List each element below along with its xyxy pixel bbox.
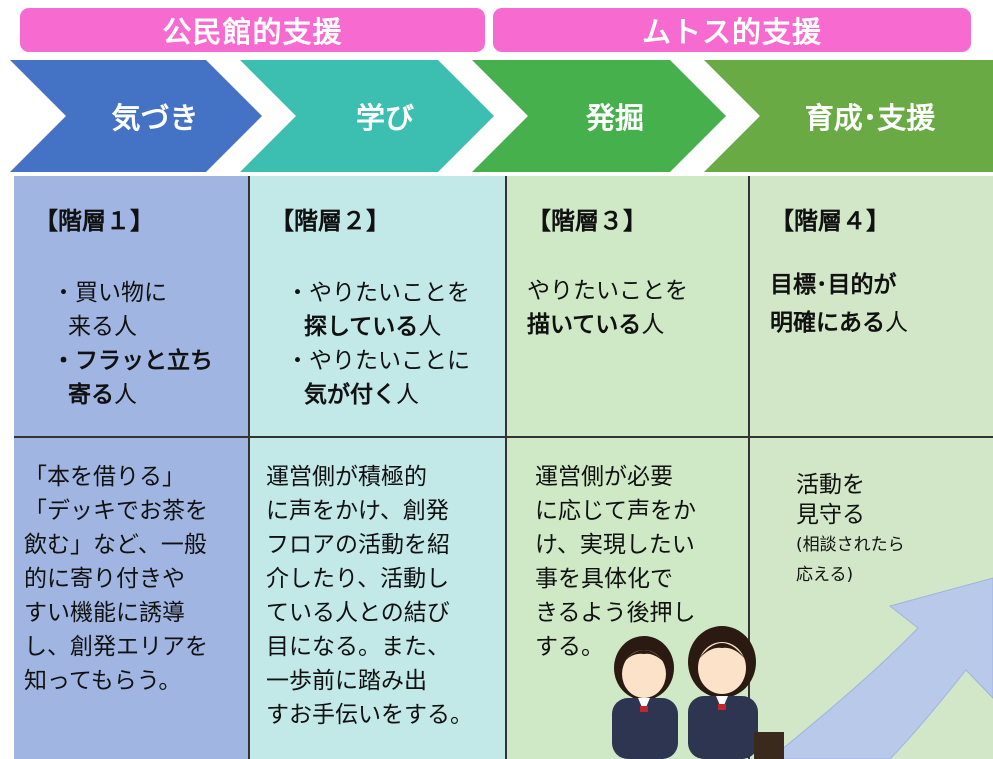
banner-mutos-support: ムトス的支援 (493, 8, 971, 52)
stage-label-discovery: 発掘 (585, 101, 644, 135)
level-2-support-line: 目になる。また、 (266, 634, 450, 660)
level-2-support-line: すお手伝いをする。 (266, 702, 473, 728)
stage-chevrons (10, 60, 993, 172)
level-3-line-2-bold: 描いている (527, 312, 642, 338)
level-1-description: ・買い物に 来る人 ・フラッと立ち 寄る人 (52, 276, 213, 412)
growth-arrow (769, 577, 993, 759)
level-2-line-4-suffix: 人 (396, 382, 419, 408)
level-1-line-1: ・買い物に (52, 280, 167, 306)
level-1-line-4-bold: 寄る (68, 382, 114, 408)
level-3-line-2-suffix: 人 (641, 312, 665, 338)
level-2-support-line: フロアの活動を紹 (266, 532, 450, 558)
level-3-description: やりたいことを 描いている人 (527, 274, 688, 342)
level-4-support-cell: 活動を 見守る (相談されたら 応える) (750, 438, 993, 759)
level-2-support-cell: 運営側が積極的 に声をかけ、創発 フロアの活動を紹 介したり、活動し ている人と… (250, 438, 507, 759)
level-grid: 【階層１】 ・買い物に 来る人 ・フラッと立ち 寄る人 【階層２】 ・やりたいこ… (14, 176, 993, 759)
chevron-4 (704, 60, 993, 172)
level-2-description: ・やりたいことを 探している人 ・やりたいことに 気が付く人 (286, 276, 470, 412)
level-4-support-line: 活動を (796, 472, 865, 498)
level-3-support-line: きるよう後押し (535, 600, 696, 626)
level-2-cell: 【階層２】 ・やりたいことを 探している人 ・やりたいことに 気が付く人 (250, 176, 507, 438)
level-2-support-line: 一歩前に踏み出 (266, 668, 427, 694)
level-3-support-text: 運営側が必要 に応じて声をか け、実現したい 事を具体化で きるよう後押し する… (535, 460, 696, 664)
level-3-support-line: け、実現したい (535, 532, 695, 558)
level-1-header: 【階層１】 (34, 207, 154, 235)
level-3-header: 【階層３】 (527, 207, 647, 235)
level-4-support-line: 応える) (796, 565, 854, 585)
level-1-line-4-suffix: 人 (114, 382, 137, 408)
level-2-support-text: 運営側が積極的 に声をかけ、創発 フロアの活動を紹 介したり、活動し ている人と… (266, 460, 473, 732)
level-4-line-2-suffix: 人 (885, 310, 908, 336)
level-2-support-line: に声をかけ、創発 (266, 498, 449, 524)
level-4-support-line: (相談されたら (796, 535, 905, 555)
level-2-line-4-bold: 気が付く (304, 382, 396, 408)
level-2-line-2-bold: 探している (304, 314, 419, 340)
level-1-cell: 【階層１】 ・買い物に 来る人 ・フラッと立ち 寄る人 (14, 176, 250, 438)
level-1-support-cell: 「本を借りる」 「デッキでお茶を 飲む」など、一般 的に寄り付きや すい機能に誘… (14, 438, 250, 759)
stage-label-development: 育成･支援 (804, 101, 936, 135)
banner-public-hall-support: 公民館的支援 (20, 8, 485, 52)
stage-label-awareness: 気づき (111, 101, 199, 135)
level-3-line-1: やりたいことを (527, 278, 688, 304)
level-1-support-line: 飲む」など、一般 (24, 532, 207, 558)
level-2-support-line: 運営側が積極的 (266, 464, 427, 490)
level-1-support-text: 「本を借りる」 「デッキでお茶を 飲む」など、一般 的に寄り付きや すい機能に誘… (24, 460, 208, 698)
level-3-support-line: 事を具体化で (535, 566, 673, 592)
level-4-support-line: 見守る (796, 502, 865, 528)
level-3-support-line: する。 (535, 634, 604, 660)
level-2-support-line: 介したり、活動し (266, 566, 450, 592)
level-4-description: 目標･目的が 明確にある人 (770, 266, 908, 342)
level-4-line-2-bold: 明確にある (770, 310, 885, 336)
level-1-support-line: 知ってもらう。 (24, 668, 182, 694)
chevron-2 (240, 60, 494, 172)
level-1-support-line: 「デッキでお茶を (24, 498, 208, 524)
level-3-cell: 【階層３】 やりたいことを 描いている人 (507, 176, 750, 438)
level-1-support-line: すい機能に誘導 (24, 600, 185, 626)
level-1-line-2: 来る人 (68, 314, 137, 340)
level-4-header: 【階層４】 (770, 207, 890, 235)
level-4-line-1-bold: 目標･目的が (770, 272, 897, 298)
level-2-line-2-suffix: 人 (418, 314, 442, 340)
level-2-line-3: ・やりたいことに (286, 348, 470, 374)
level-3-support-line: に応じて声をか (535, 498, 696, 524)
level-1-line-3: ・フラッと立ち (52, 348, 213, 374)
stage-label-learning: 学び (355, 101, 414, 135)
level-3-support-line: 運営側が必要 (535, 464, 673, 490)
level-2-header: 【階層２】 (270, 207, 390, 235)
level-4-support-text: 活動を 見守る (相談されたら 応える) (796, 470, 905, 590)
level-1-support-line: 「本を借りる」 (24, 464, 185, 490)
level-1-support-line: し、創発エリアを (24, 634, 208, 660)
level-2-support-line: ている人との結び (266, 600, 450, 626)
chevron-3 (472, 60, 726, 172)
level-2-line-1: ・やりたいことを (286, 280, 470, 306)
chevron-1 (10, 60, 262, 172)
level-4-cell: 【階層４】 目標･目的が 明確にある人 (750, 176, 993, 438)
students-illustration (612, 626, 784, 759)
level-1-support-line: 的に寄り付きや (24, 566, 185, 592)
